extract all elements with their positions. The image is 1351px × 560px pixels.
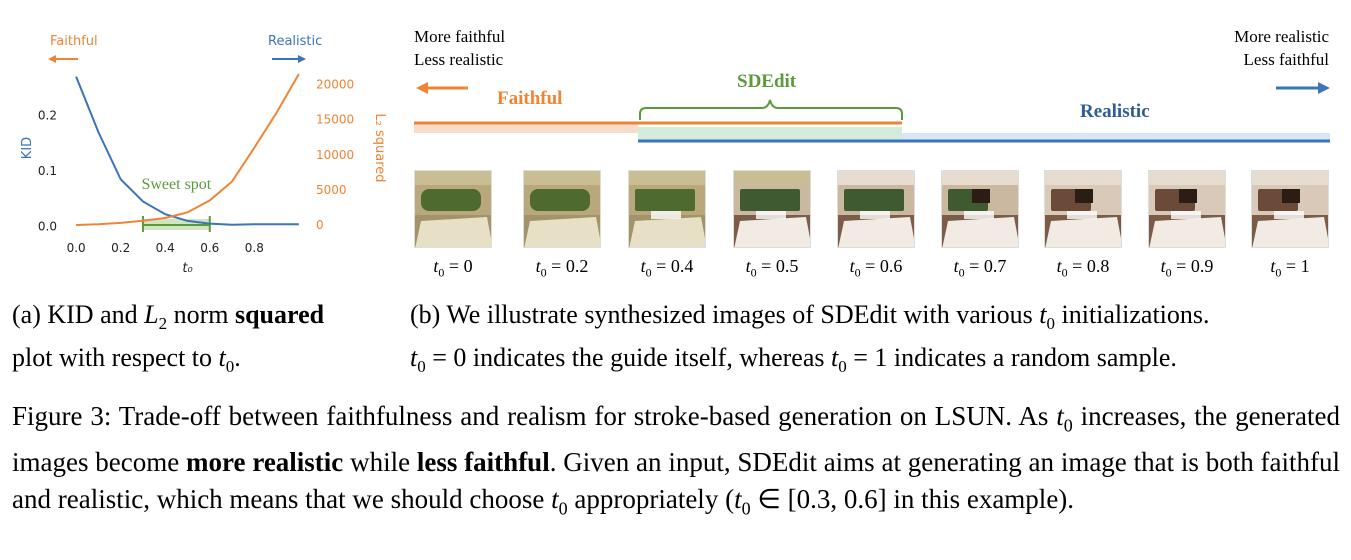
bedroom-thumbnail [1148, 170, 1226, 248]
x-tick-label: 0.0 [67, 241, 86, 255]
bedroom-thumbnail [628, 170, 706, 248]
bedroom-thumbnail [941, 170, 1019, 248]
series-line-l2 [76, 73, 300, 226]
thumbnail-label: t0 = 0.6 [849, 256, 903, 280]
bedroom-thumbnail [1251, 170, 1329, 248]
thumbnail-label: t0 = 0.9 [1160, 256, 1214, 280]
more-faithful-note: More faithful [414, 27, 506, 46]
y-right-axis-label: L₂ squared [372, 113, 387, 182]
figure-caption: Figure 3: Trade-off between faithfulness… [12, 401, 1340, 519]
y-left-axis-label: KID [20, 137, 35, 159]
realistic-segment-label: Realistic [1080, 101, 1150, 122]
caption-a: (a) KID and L2 norm squared plot with re… [12, 300, 325, 377]
bedroom-thumbnail [1044, 170, 1122, 248]
less-realistic-note: Less realistic [414, 50, 504, 69]
left-arrow-icon [416, 82, 468, 94]
series-line-kid [75, 76, 299, 226]
faithful-arrow-icon [48, 55, 56, 63]
y-left-tick-label: 0.1 [38, 164, 57, 178]
thumbnail-label: t0 = 1 [1270, 256, 1310, 280]
thumbnail-label: t0 = 0.7 [953, 256, 1007, 280]
sdedit-segment-label: SDEdit [737, 71, 797, 92]
x-tick-label: 0.2 [111, 241, 130, 255]
x-axis-label: t₀ [182, 261, 193, 276]
bedroom-thumbnail [733, 170, 811, 248]
y-left-tick-label: 0.0 [38, 219, 57, 233]
less-faithful-note: Less faithful [1243, 50, 1329, 69]
realistic-arrow-icon [298, 55, 306, 63]
realistic-band [902, 133, 1330, 141]
thumbnail-label: t0 = 0.2 [535, 256, 589, 280]
thumbnail-label: t0 = 0.4 [640, 256, 694, 280]
realistic-annotation: Realistic [268, 34, 322, 49]
y-right-tick-label: 20000 [316, 78, 354, 92]
thumbnail-label: t0 = 0 [433, 256, 473, 280]
x-tick-label: 0.4 [156, 241, 175, 255]
caption-b: (b) We illustrate synthesized images of … [410, 300, 1210, 377]
y-left-tick-label: 0.2 [38, 108, 57, 122]
sdedit-band [638, 127, 902, 141]
thumbnail-label: t0 = 0.8 [1056, 256, 1110, 280]
x-tick-label: 0.8 [245, 241, 264, 255]
y-right-tick-label: 15000 [316, 113, 354, 127]
bedroom-thumbnail [837, 170, 915, 248]
thumbnail-label: t0 = 0.5 [745, 256, 799, 280]
y-right-tick-label: 0 [316, 218, 324, 232]
faithful-annotation: Faithful [50, 34, 98, 49]
right-arrow-icon [1276, 82, 1330, 94]
more-realistic-note: More realistic [1234, 27, 1329, 46]
y-right-tick-label: 10000 [316, 148, 354, 162]
faithful-band [414, 123, 638, 133]
bedroom-thumbnail [414, 170, 492, 248]
y-right-tick-label: 5000 [316, 183, 347, 197]
faithful-segment-label: Faithful [497, 88, 563, 109]
x-tick-label: 0.6 [200, 241, 219, 255]
tradeoff-bar [414, 82, 1330, 143]
sweet-spot-label: Sweet spot [141, 176, 211, 193]
bedroom-thumbnail [523, 170, 601, 248]
sdedit-brace [639, 99, 903, 120]
